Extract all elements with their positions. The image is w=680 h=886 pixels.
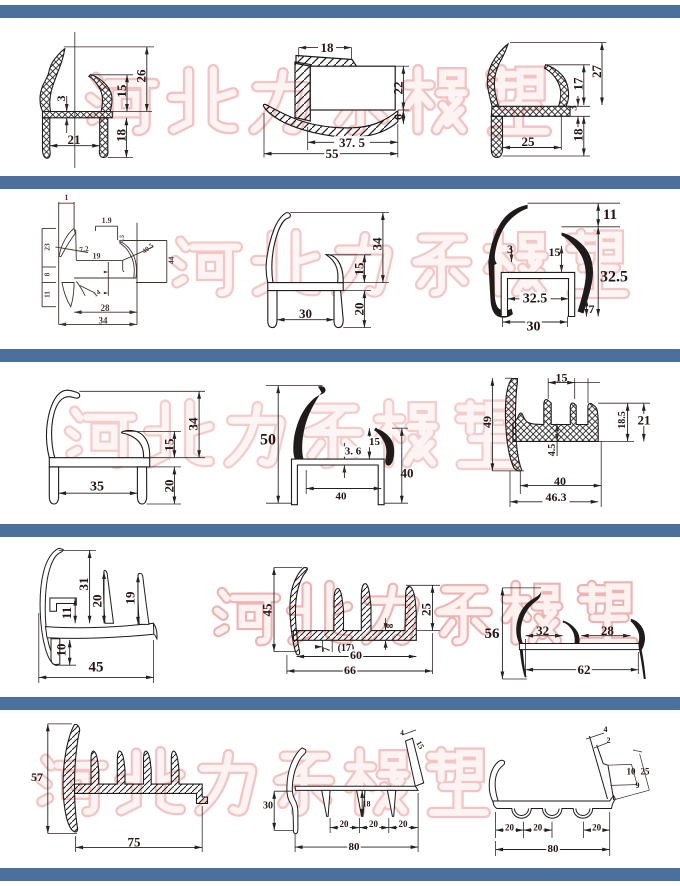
- svg-text:7: 7: [322, 647, 333, 652]
- svg-text:3: 3: [54, 96, 68, 102]
- svg-text:9: 9: [636, 781, 640, 790]
- svg-text:6: 6: [391, 114, 405, 120]
- svg-text:4.5: 4.5: [547, 444, 558, 457]
- svg-text:11: 11: [42, 291, 51, 298]
- svg-text:11: 11: [603, 207, 617, 223]
- svg-text:75: 75: [128, 835, 142, 850]
- svg-text:44: 44: [166, 256, 175, 264]
- svg-text:31: 31: [76, 578, 91, 591]
- svg-text:34: 34: [99, 316, 109, 326]
- svg-text:20: 20: [90, 595, 105, 608]
- svg-text:26: 26: [134, 69, 149, 83]
- svg-text:32.5: 32.5: [600, 269, 628, 286]
- svg-text:4: 4: [400, 729, 404, 737]
- svg-text:20: 20: [533, 823, 543, 833]
- svg-text:1.9: 1.9: [102, 216, 112, 225]
- svg-text:15: 15: [351, 262, 366, 276]
- svg-text:46.3: 46.3: [546, 490, 567, 504]
- svg-text:25: 25: [641, 767, 651, 777]
- svg-text:45: 45: [260, 603, 275, 617]
- svg-text:11: 11: [59, 607, 74, 619]
- svg-text:60: 60: [350, 648, 362, 662]
- svg-text:20: 20: [369, 819, 379, 829]
- svg-text:34: 34: [370, 237, 385, 251]
- svg-text:7.2: 7.2: [79, 244, 90, 254]
- svg-text:7: 7: [589, 302, 595, 316]
- svg-text:3: 3: [507, 242, 513, 256]
- svg-text:18: 18: [113, 129, 128, 143]
- svg-text:3: 3: [568, 105, 580, 111]
- svg-text:20: 20: [161, 480, 176, 493]
- svg-text:18.5: 18.5: [617, 411, 628, 429]
- svg-text:3. 6: 3. 6: [345, 446, 362, 458]
- svg-text:22: 22: [390, 82, 405, 95]
- svg-text:21: 21: [638, 413, 651, 428]
- svg-text:10: 10: [54, 644, 69, 657]
- svg-text:8: 8: [42, 272, 51, 276]
- svg-text:4: 4: [604, 725, 608, 734]
- svg-text:45: 45: [89, 660, 104, 676]
- svg-text:66: 66: [344, 663, 356, 677]
- svg-text:56: 56: [485, 626, 501, 642]
- svg-text:23: 23: [42, 243, 51, 251]
- svg-text:15: 15: [369, 436, 381, 448]
- svg-text:28: 28: [601, 623, 615, 638]
- svg-text:19: 19: [123, 591, 138, 605]
- svg-text:80: 80: [349, 841, 361, 853]
- svg-text:2: 2: [607, 736, 611, 745]
- svg-text:37. 5: 37. 5: [339, 135, 366, 150]
- svg-text:20: 20: [505, 823, 515, 833]
- svg-text:21: 21: [68, 132, 81, 147]
- svg-text:55: 55: [326, 146, 340, 161]
- svg-text:20: 20: [399, 819, 409, 829]
- svg-text:25: 25: [419, 603, 434, 617]
- svg-text:18: 18: [571, 128, 586, 142]
- svg-text:49: 49: [480, 416, 494, 428]
- svg-text:18: 18: [321, 40, 335, 55]
- svg-text:40: 40: [554, 474, 566, 488]
- svg-text:15: 15: [556, 371, 568, 385]
- svg-text:62: 62: [578, 662, 591, 677]
- svg-text:40: 40: [336, 491, 348, 503]
- svg-text:30: 30: [263, 801, 273, 812]
- svg-text:17: 17: [571, 77, 586, 91]
- svg-text:50: 50: [260, 432, 276, 449]
- svg-text:19: 19: [93, 252, 101, 261]
- svg-text:1: 1: [64, 193, 68, 202]
- svg-text:40: 40: [401, 466, 414, 481]
- svg-text:80: 80: [548, 843, 560, 855]
- svg-text:18: 18: [363, 800, 371, 809]
- svg-text:15: 15: [161, 438, 176, 452]
- svg-text:14: 14: [92, 288, 103, 299]
- svg-text:(17): (17): [338, 643, 355, 654]
- svg-text:20: 20: [592, 823, 602, 833]
- svg-text:20: 20: [351, 303, 366, 316]
- svg-text:30: 30: [527, 320, 541, 335]
- svg-text:27: 27: [589, 65, 604, 79]
- svg-text:15: 15: [114, 84, 129, 98]
- svg-text:30: 30: [299, 306, 312, 321]
- svg-text:15: 15: [549, 245, 561, 259]
- svg-text:8: 8: [385, 623, 395, 628]
- svg-text:34: 34: [186, 417, 201, 431]
- svg-text:15: 15: [414, 739, 426, 750]
- svg-text:10: 10: [627, 767, 637, 777]
- svg-text:0.5: 0.5: [118, 234, 126, 244]
- svg-text:32.5: 32.5: [523, 291, 548, 306]
- svg-text:35: 35: [90, 480, 104, 495]
- svg-text:25: 25: [522, 134, 536, 149]
- svg-text:57: 57: [31, 770, 43, 784]
- svg-text:20: 20: [340, 819, 350, 829]
- svg-text:28: 28: [101, 303, 111, 313]
- svg-text:32: 32: [536, 623, 549, 638]
